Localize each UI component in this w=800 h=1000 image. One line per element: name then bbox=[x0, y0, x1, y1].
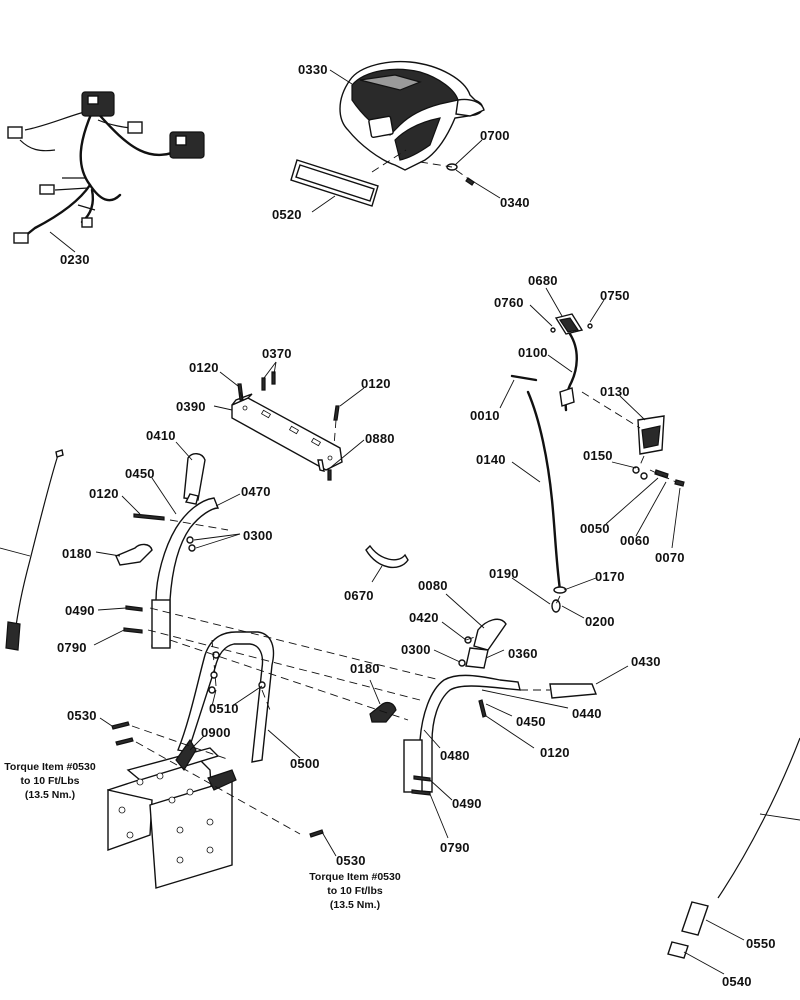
label-0190: 0190 bbox=[489, 566, 519, 581]
leader-lines bbox=[0, 69, 800, 975]
label-0490-right: 0490 bbox=[452, 796, 482, 811]
label-0440: 0440 bbox=[572, 706, 602, 721]
bolt-icon bbox=[133, 513, 165, 521]
label-0300-right: 0300 bbox=[401, 642, 431, 657]
label-0150: 0150 bbox=[583, 448, 613, 463]
label-0700: 0700 bbox=[480, 128, 510, 143]
nut-icon bbox=[186, 536, 194, 544]
screw-icon bbox=[478, 699, 487, 718]
label-0300-left: 0300 bbox=[243, 528, 273, 543]
chute-control-linkage bbox=[510, 313, 685, 613]
label-0450-right: 0450 bbox=[516, 714, 546, 729]
label-0540: 0540 bbox=[722, 974, 752, 989]
label-0130: 0130 bbox=[600, 384, 630, 399]
control-bracket bbox=[231, 393, 343, 472]
label-0790-right: 0790 bbox=[440, 840, 470, 855]
torque-note-left-line1: Torque Item #0530 bbox=[4, 761, 96, 773]
dash-panel-cover bbox=[339, 60, 485, 171]
label-0010: 0010 bbox=[470, 408, 500, 423]
torque-note-left: Torque Item #0530 to 10 Ft/Lbs (13.5 Nm.… bbox=[4, 761, 96, 801]
label-0500: 0500 bbox=[290, 756, 320, 771]
label-0140: 0140 bbox=[476, 452, 506, 467]
label-0510: 0510 bbox=[209, 701, 239, 716]
wiring-harness bbox=[7, 91, 205, 244]
nut-icon bbox=[188, 544, 196, 552]
bolt-icon bbox=[115, 737, 134, 746]
screw-icon bbox=[465, 177, 475, 186]
right-upper-handle bbox=[369, 618, 597, 793]
label-0790-left: 0790 bbox=[57, 640, 87, 655]
label-0410: 0410 bbox=[146, 428, 176, 443]
torque-note-right-line2: to 10 Ft/lbs bbox=[327, 885, 383, 897]
torque-note-left-line2: to 10 Ft/Lbs bbox=[21, 775, 80, 787]
decal-panel bbox=[290, 159, 379, 207]
label-0100: 0100 bbox=[518, 345, 548, 360]
label-0490-left: 0490 bbox=[65, 603, 95, 618]
label-0360: 0360 bbox=[508, 646, 538, 661]
part-labels: 0330 0700 0340 0520 0230 0680 0760 0750 … bbox=[57, 62, 776, 989]
label-0390: 0390 bbox=[176, 399, 206, 414]
label-0480: 0480 bbox=[440, 748, 470, 763]
label-0170: 0170 bbox=[595, 569, 625, 584]
bolt-icon bbox=[123, 627, 143, 634]
label-0880: 0880 bbox=[365, 431, 395, 446]
label-0430: 0430 bbox=[631, 654, 661, 669]
label-0450-left: 0450 bbox=[125, 466, 155, 481]
label-0340: 0340 bbox=[500, 195, 530, 210]
torque-note-right: Torque Item #0530 to 10 Ft/lbs (13.5 Nm.… bbox=[309, 871, 401, 911]
label-0530-left: 0530 bbox=[67, 708, 97, 723]
bolt-icon bbox=[111, 721, 130, 730]
label-0120-top-left: 0120 bbox=[189, 360, 219, 375]
control-cable-right bbox=[667, 737, 800, 959]
label-0180-left: 0180 bbox=[62, 546, 92, 561]
nut-icon bbox=[458, 659, 466, 667]
clip-icon bbox=[365, 544, 409, 569]
label-0760: 0760 bbox=[494, 295, 524, 310]
label-0470: 0470 bbox=[241, 484, 271, 499]
label-0750: 0750 bbox=[600, 288, 630, 303]
label-0230: 0230 bbox=[60, 252, 90, 267]
label-0530-right: 0530 bbox=[336, 853, 366, 868]
label-0420: 0420 bbox=[409, 610, 439, 625]
control-cable-left bbox=[5, 449, 64, 651]
label-0370: 0370 bbox=[262, 346, 292, 361]
label-0180-right: 0180 bbox=[350, 661, 380, 676]
label-0670: 0670 bbox=[344, 588, 374, 603]
screw-icon bbox=[327, 469, 332, 481]
bolt-icon bbox=[309, 829, 324, 838]
label-0120-left: 0120 bbox=[89, 486, 119, 501]
torque-note-right-line3: (13.5 Nm.) bbox=[330, 899, 380, 911]
bolt-icon bbox=[125, 605, 143, 612]
bolt-icon bbox=[413, 775, 431, 782]
label-0050: 0050 bbox=[580, 521, 610, 536]
rivet-icon bbox=[271, 371, 276, 385]
screw-icon bbox=[333, 405, 340, 421]
label-0200: 0200 bbox=[585, 614, 615, 629]
label-0680: 0680 bbox=[528, 273, 558, 288]
label-0060: 0060 bbox=[620, 533, 650, 548]
torque-note-right-line1: Torque Item #0530 bbox=[309, 871, 401, 883]
label-0120-right: 0120 bbox=[540, 745, 570, 760]
rivet-icon bbox=[261, 377, 266, 391]
label-0520: 0520 bbox=[272, 207, 302, 222]
label-0080: 0080 bbox=[418, 578, 448, 593]
label-0550: 0550 bbox=[746, 936, 776, 951]
torque-note-left-line3: (13.5 Nm.) bbox=[25, 789, 75, 801]
lower-handle-frame bbox=[177, 631, 275, 763]
label-0900: 0900 bbox=[201, 725, 231, 740]
left-upper-handle bbox=[115, 453, 220, 649]
assembly-lines bbox=[131, 149, 677, 835]
label-0120-top-right: 0120 bbox=[361, 376, 391, 391]
label-0330: 0330 bbox=[298, 62, 328, 77]
label-0070: 0070 bbox=[655, 550, 685, 565]
mounting-plate-assembly bbox=[107, 738, 237, 889]
